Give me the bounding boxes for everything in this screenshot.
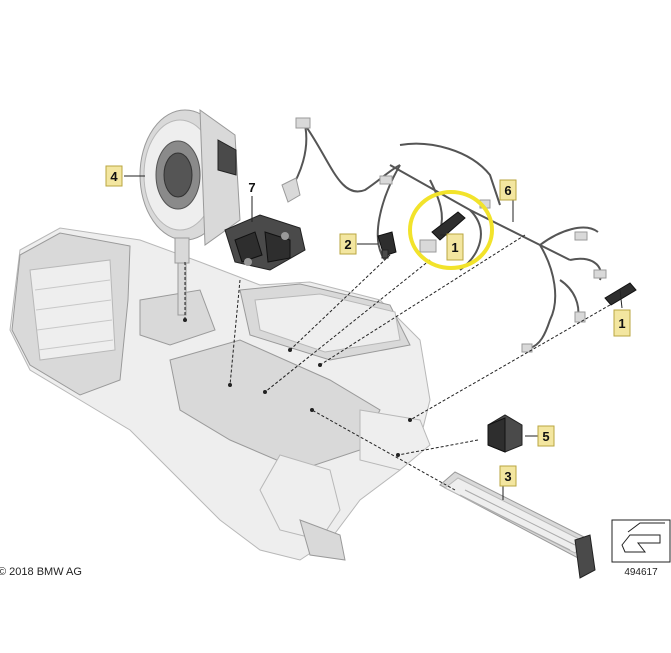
blower-motor-part-4 <box>139 109 241 264</box>
callout-5-label: 5 <box>542 429 549 444</box>
sensor-part-2 <box>377 231 397 259</box>
callout-2: 2 <box>339 233 357 255</box>
reference-box: 494617 <box>611 519 671 578</box>
arrow-drawing-icon <box>621 522 665 553</box>
callout-1a-label: 1 <box>451 240 458 255</box>
callout-3: 3 <box>499 465 517 487</box>
callout-3-label: 3 <box>504 469 511 484</box>
callout-5: 5 <box>537 425 555 447</box>
callout-6-label: 6 <box>504 183 511 198</box>
sensor-part-1-highlighted <box>419 211 466 253</box>
servo-part-5 <box>487 414 523 453</box>
callout-7: 7 <box>248 180 255 195</box>
wiring-harness-part-6 <box>281 117 607 353</box>
hvac-housing <box>9 227 431 561</box>
callout-1-right: 1 <box>613 309 631 337</box>
callout-1b-label: 1 <box>618 316 625 331</box>
leader-lines <box>124 175 623 500</box>
callout-2-label: 2 <box>344 237 351 252</box>
callout-7-label: 7 <box>248 180 255 195</box>
reference-number: 494617 <box>624 567 658 578</box>
callout-6: 6 <box>499 179 517 201</box>
callout-1-highlighted: 1 <box>446 233 464 261</box>
copyright-text: © 2018 BMW AG <box>0 566 82 578</box>
control-unit-part-7 <box>224 214 306 271</box>
callout-4: 4 <box>105 165 123 187</box>
highlight-ring <box>408 190 494 270</box>
heater-core-part-3 <box>439 471 596 579</box>
callout-4-label: 4 <box>110 169 118 184</box>
